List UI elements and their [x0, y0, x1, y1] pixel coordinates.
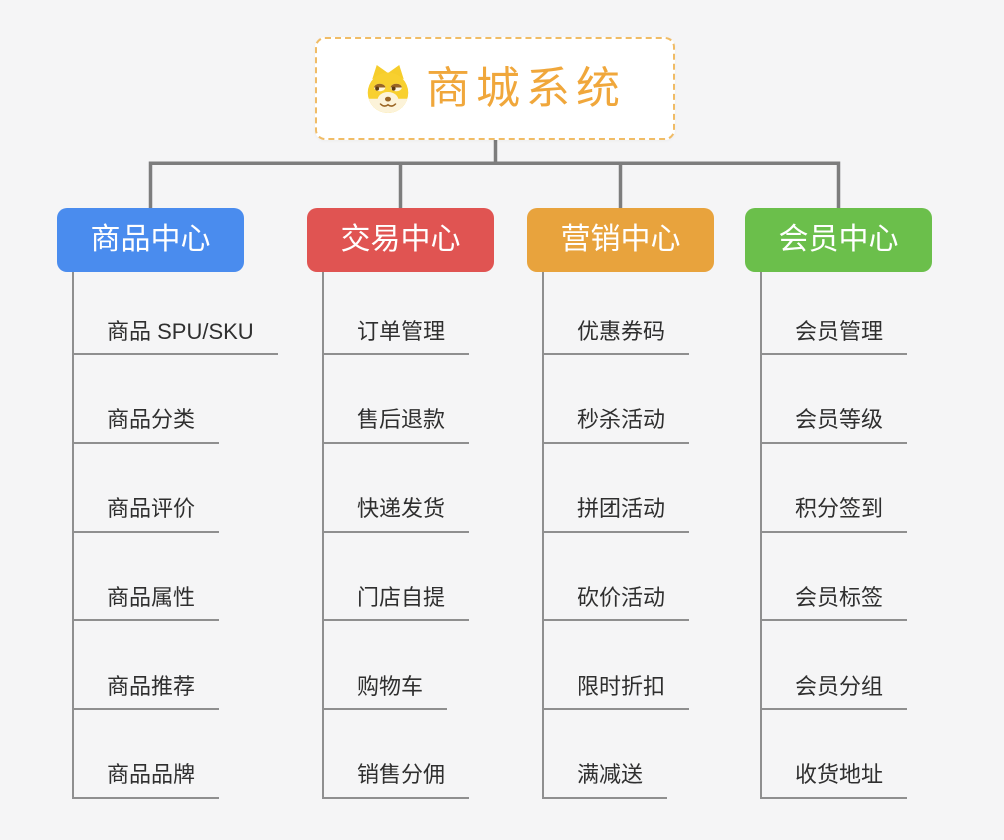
branch-children: 会员管理会员等级积分签到会员标签会员分组收货地址 [760, 272, 1004, 799]
leaf-node[interactable]: 商品 SPU/SKU [72, 318, 278, 355]
leaf-row: 拼团活动 [542, 444, 792, 533]
branch-children: 商品 SPU/SKU 商品分类商品评价商品属性商品推荐商品品牌 [72, 272, 322, 799]
leaf-row: 商品评价 [72, 444, 322, 533]
leaf-row: 会员分组 [760, 621, 1004, 711]
leaf-node[interactable]: 购物车 [322, 673, 448, 711]
leaf-row: 优惠券码 [542, 272, 792, 355]
leaf-node[interactable]: 商品分类 [72, 406, 220, 444]
leaf-node[interactable]: 拼团活动 [542, 495, 690, 533]
leaf-row: 收货地址 [760, 710, 1004, 799]
leaf-row: 满减送 [542, 710, 792, 799]
leaf-node[interactable]: 会员分组 [760, 673, 908, 711]
leaf-node[interactable]: 秒杀活动 [542, 406, 690, 444]
branch-label: 交易中心 [340, 223, 461, 256]
leaf-node[interactable]: 会员标签 [760, 584, 908, 622]
branch-children: 优惠券码秒杀活动拼团活动砍价活动限时折扣满减送 [542, 272, 792, 799]
leaf-node[interactable]: 门店自提 [322, 584, 470, 622]
leaf-row: 销售分佣 [322, 710, 572, 799]
leaf-row: 商品属性 [72, 533, 322, 622]
root-node[interactable]: 商城系统 [315, 37, 675, 140]
leaf-node[interactable]: 会员等级 [760, 406, 908, 444]
branch-label: 商品中心 [90, 223, 211, 256]
leaf-node[interactable]: 销售分佣 [322, 761, 470, 799]
leaf-row: 商品品牌 [72, 710, 322, 799]
leaf-node[interactable]: 满减送 [542, 761, 668, 799]
branch-label: 营销中心 [560, 223, 681, 256]
leaf-row: 订单管理 [322, 272, 572, 355]
connector-horizontal [148, 161, 841, 208]
leaf-row: 售后退款 [322, 355, 572, 444]
leaf-node[interactable]: 砍价活动 [542, 584, 690, 622]
doge-icon [364, 62, 412, 116]
leaf-node[interactable]: 积分签到 [760, 495, 908, 533]
leaf-row: 秒杀活动 [542, 355, 792, 444]
leaf-row: 会员标签 [760, 533, 1004, 622]
leaf-node[interactable]: 订单管理 [322, 318, 470, 355]
leaf-row: 会员管理 [760, 272, 1004, 355]
leaf-row: 快递发货 [322, 444, 572, 533]
leaf-node[interactable]: 会员管理 [760, 318, 908, 355]
leaf-row: 砍价活动 [542, 533, 792, 622]
branch-node-3[interactable]: 营销中心 [527, 208, 714, 272]
leaf-node[interactable]: 优惠券码 [542, 318, 690, 355]
leaf-row: 积分签到 [760, 444, 1004, 533]
leaf-row: 购物车 [322, 621, 572, 711]
leaf-row: 门店自提 [322, 533, 572, 622]
leaf-row: 限时折扣 [542, 621, 792, 711]
doge-nose [385, 96, 391, 102]
leaf-row: 商品 SPU/SKU [72, 272, 322, 355]
doge-mouth [379, 102, 397, 107]
leaf-row: 商品分类 [72, 355, 322, 444]
leaf-row: 商品推荐 [72, 621, 322, 711]
leaf-node[interactable]: 售后退款 [322, 406, 470, 444]
branch-node-1[interactable]: 商品中心 [57, 208, 244, 272]
leaf-node[interactable]: 商品评价 [72, 495, 220, 533]
branch-node-2[interactable]: 交易中心 [307, 208, 494, 272]
leaf-node[interactable]: 快递发货 [322, 495, 470, 533]
branch-label: 会员中心 [778, 223, 899, 256]
leaf-node[interactable]: 商品品牌 [72, 761, 220, 799]
root-title: 商城系统 [426, 63, 626, 113]
branch-children: 订单管理售后退款快递发货门店自提购物车销售分佣 [322, 272, 572, 799]
branch-node-4[interactable]: 会员中心 [745, 208, 932, 272]
doge-eyes [374, 83, 402, 91]
doge-ear-left [372, 64, 388, 79]
leaf-node[interactable]: 限时折扣 [542, 673, 690, 711]
leaf-node[interactable]: 商品属性 [72, 584, 220, 622]
leaf-row: 会员等级 [760, 355, 1004, 444]
leaf-node[interactable]: 商品推荐 [72, 673, 220, 711]
leaf-node[interactable]: 收货地址 [760, 761, 908, 799]
doge-ear-right [388, 64, 404, 79]
